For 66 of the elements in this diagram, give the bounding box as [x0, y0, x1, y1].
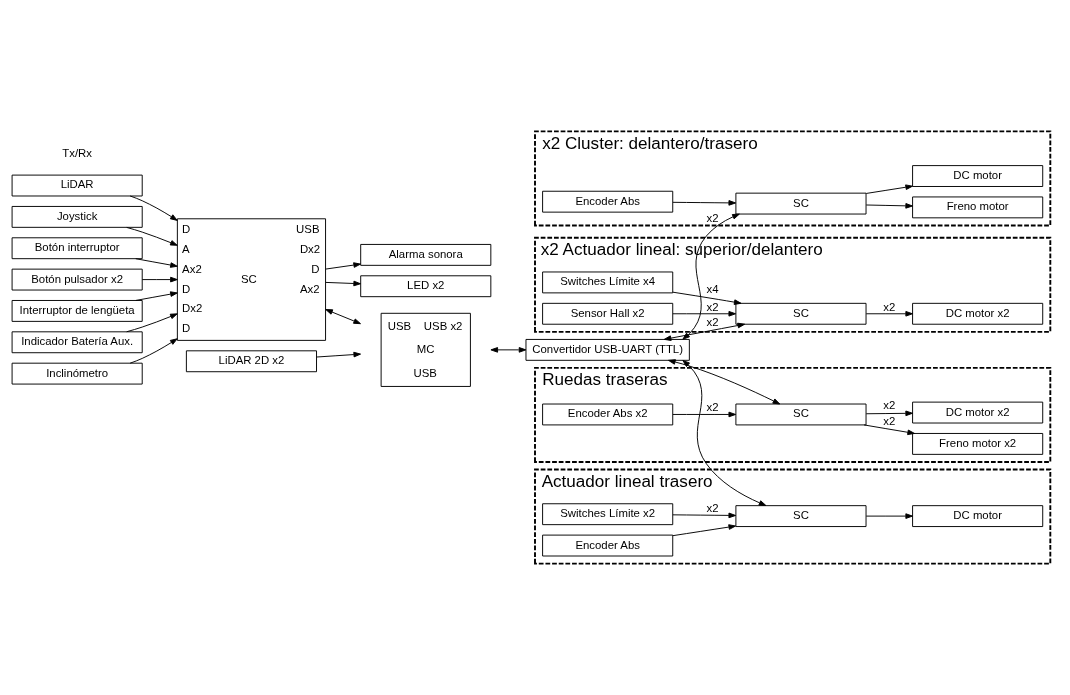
arrow	[325, 280, 361, 287]
node-box: SC	[735, 302, 867, 325]
arrow	[316, 351, 362, 358]
node-box: Interruptor de lengüeta	[11, 300, 143, 322]
node-box: Encoder Abs x2	[542, 403, 674, 426]
arrow	[863, 424, 915, 436]
node-box: D SC USB A Dx2 Ax2 D D Ax2 Dx2 D	[176, 218, 327, 341]
node-box: Joystick	[11, 205, 143, 228]
edge-label: x4	[706, 283, 719, 296]
node-box: DC motor	[912, 505, 1044, 528]
node-box: DC motor	[912, 165, 1044, 187]
node-box: LiDAR 2D x2	[185, 350, 317, 373]
arrow	[325, 262, 361, 270]
edge-label: x2	[706, 501, 719, 514]
edge-label: x2	[706, 300, 719, 313]
node-box: Botón interruptor	[11, 237, 143, 260]
arrow	[672, 411, 737, 418]
edge-label: x2	[883, 399, 896, 412]
arrow	[672, 310, 737, 317]
node-box: DC motor x2	[912, 302, 1044, 325]
edge-label: x2	[883, 300, 896, 313]
node-box: Freno motor x2	[912, 433, 1044, 455]
node-box: Botón pulsador x2	[11, 268, 143, 291]
node-box: Alarma sonora	[360, 243, 492, 266]
edge-label: x2	[706, 212, 719, 225]
arrow	[682, 360, 767, 506]
node-box: SC	[735, 403, 867, 426]
arrow	[663, 322, 746, 341]
arrow	[135, 291, 178, 301]
node-box: Inclinómetro	[11, 362, 143, 385]
node-box: DC motor x2	[912, 401, 1044, 424]
arrow	[865, 410, 913, 417]
arrow	[135, 258, 178, 268]
edge-label: x2	[706, 401, 719, 414]
node-box: LED x2	[360, 275, 492, 298]
node-box: Encoder Abs	[542, 190, 674, 213]
arrow	[672, 512, 737, 519]
arrow	[865, 203, 913, 209]
node-box: Switches Límite x2	[542, 503, 674, 526]
edge-label: x2	[883, 414, 896, 427]
node-box: SC	[735, 505, 867, 528]
arrow	[129, 338, 178, 364]
node-box: LiDAR	[11, 174, 143, 197]
node-box: Indicador Batería Aux.	[11, 331, 143, 354]
node-box: Convertidor USB-UART (TTL)	[525, 338, 690, 361]
arrow	[490, 347, 527, 353]
edge-label: x2	[706, 315, 719, 328]
node-box: SC	[735, 192, 867, 215]
node-box: Encoder Abs	[542, 534, 674, 557]
arrow	[865, 310, 913, 317]
node-box: USB USB x2 MC USB	[380, 312, 471, 387]
node-box: Switches Límite x4	[542, 271, 674, 294]
arrow	[668, 359, 781, 405]
arrow	[126, 226, 178, 246]
label: Tx/Rx	[62, 147, 92, 160]
arrow	[141, 276, 178, 283]
node-box: Sensor Hall x2	[542, 302, 674, 325]
arrow	[682, 213, 740, 340]
arrow	[325, 309, 361, 325]
node-box: Freno motor	[912, 196, 1044, 219]
arrow	[865, 513, 913, 519]
arrow	[672, 200, 737, 206]
arrow	[865, 184, 913, 194]
arrow	[672, 291, 742, 305]
arrow	[129, 195, 178, 221]
arrow	[672, 524, 737, 537]
